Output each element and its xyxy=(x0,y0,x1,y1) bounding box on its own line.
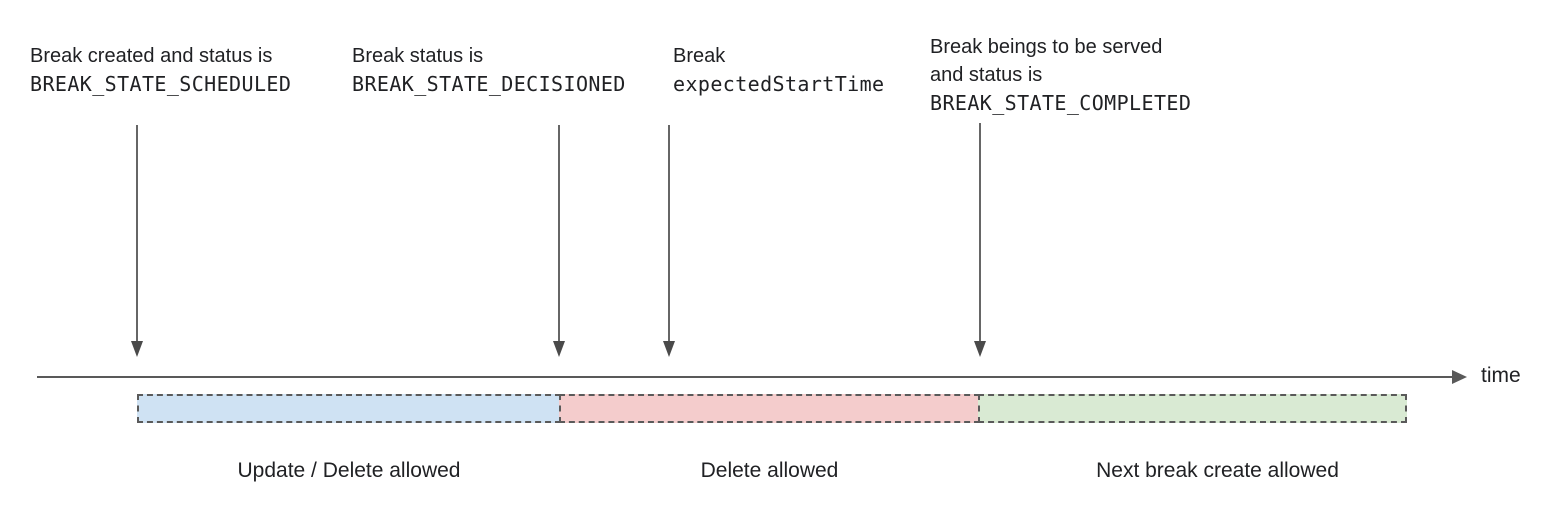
arrow-head xyxy=(553,341,565,357)
segment-next-break-create-allowed xyxy=(978,394,1407,423)
time-axis-arrowhead-icon xyxy=(1452,370,1467,384)
arrow-shaft xyxy=(979,123,981,341)
annotation-break-decisioned: Break status is BREAK_STATE_DECISIONED xyxy=(352,42,626,98)
annotation-break-scheduled: Break created and status is BREAK_STATE_… xyxy=(30,42,291,98)
segment-update-delete-allowed xyxy=(137,394,561,423)
annotation-code: expectedStartTime xyxy=(673,72,885,96)
arrow-shaft xyxy=(136,125,138,341)
arrow-head xyxy=(663,341,675,357)
arrow-shaft xyxy=(558,125,560,341)
time-axis-label: time xyxy=(1481,364,1521,387)
arrow-head xyxy=(131,341,143,357)
time-axis-line xyxy=(37,376,1453,378)
arrow-shaft xyxy=(668,125,670,341)
annotation-code: BREAK_STATE_SCHEDULED xyxy=(30,72,292,96)
segment-caption: Update / Delete allowed xyxy=(237,459,461,482)
annotation-text: Break created and status is xyxy=(30,45,273,67)
annotation-text: and status is xyxy=(930,64,1043,86)
segment-caption: Delete allowed xyxy=(700,459,839,482)
annotation-text: Break status is xyxy=(352,45,484,67)
annotation-code: BREAK_STATE_COMPLETED xyxy=(930,91,1192,115)
annotation-break-completed: Break beings to be served and status is … xyxy=(930,33,1191,117)
segment-caption: Next break create allowed xyxy=(1096,459,1339,482)
annotation-code: BREAK_STATE_DECISIONED xyxy=(352,72,626,96)
annotation-text: Break xyxy=(673,45,726,67)
annotation-expected-start-time: Break expectedStartTime xyxy=(673,42,885,98)
arrow-head xyxy=(974,341,986,357)
annotation-text: Break beings to be served xyxy=(930,36,1163,58)
segment-delete-allowed xyxy=(559,394,980,423)
